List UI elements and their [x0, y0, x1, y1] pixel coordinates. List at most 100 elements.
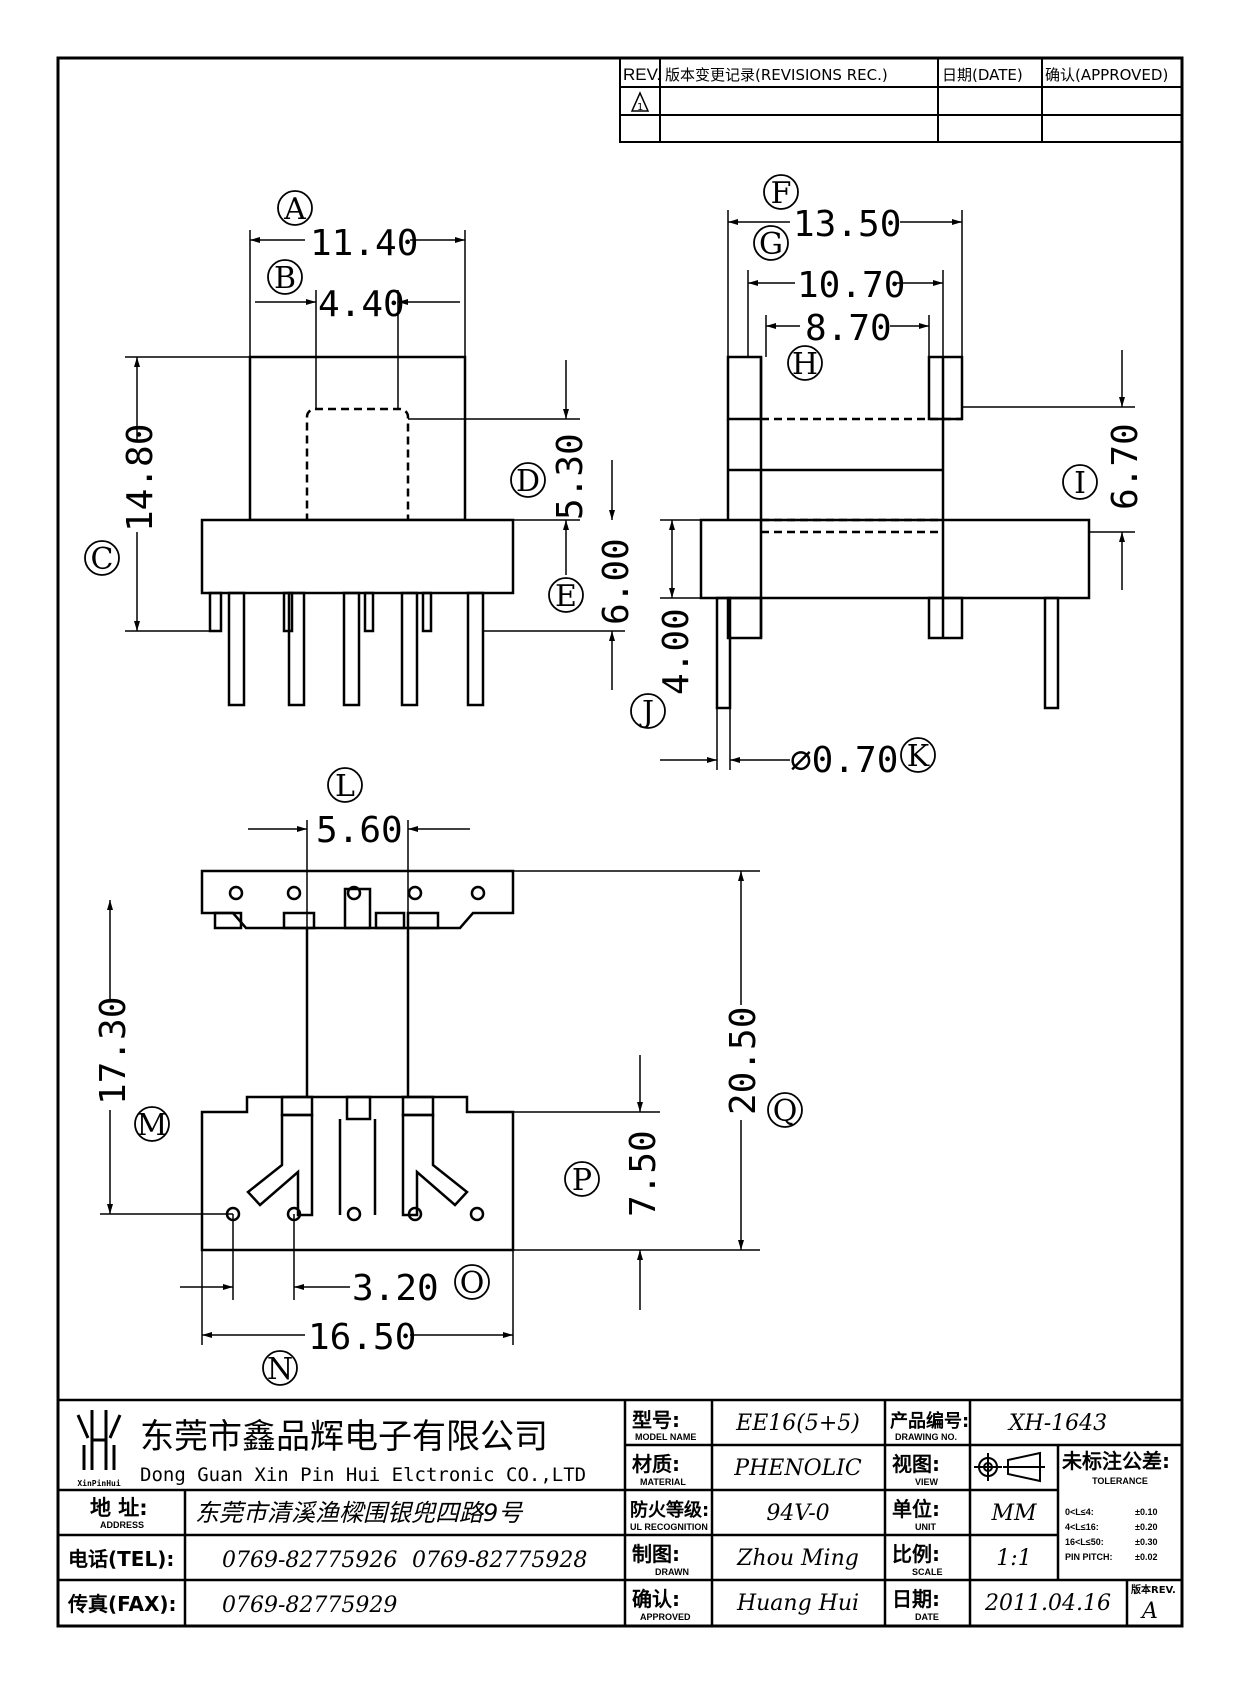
- dimension-letter-L: L: [327, 767, 363, 804]
- ul-label: 防火等级:: [630, 1499, 709, 1521]
- date-label-en: DATE: [915, 1612, 939, 1622]
- tel-2: 0769-82775928: [412, 1548, 587, 1573]
- view-label: 视图:: [892, 1452, 940, 1476]
- bottom-view: [200, 869, 515, 1252]
- side-view: [699, 355, 1091, 710]
- svg-text:H: H: [792, 347, 818, 382]
- svg-text:E: E: [555, 579, 577, 614]
- address-label: 地 址:: [90, 1496, 148, 1520]
- dimension-value-E: 6.00: [596, 538, 637, 625]
- tolerance-range-3: 16<L≤50:: [1065, 1537, 1104, 1547]
- dimension-letter-G: G: [753, 225, 789, 262]
- rev-value: A: [1140, 1599, 1158, 1624]
- material-value: PHENOLIC: [733, 1456, 862, 1481]
- dimension-letter-M: M: [134, 1106, 170, 1143]
- tel-1: 0769-82775926: [222, 1548, 397, 1573]
- approved-label-en: APPROVED: [640, 1612, 691, 1622]
- dimension-value-G: 10.70: [797, 265, 905, 306]
- fax-value: 0769-82775929: [222, 1593, 397, 1618]
- model-label: 型号:: [632, 1408, 680, 1432]
- svg-text:A: A: [283, 192, 306, 227]
- dimension-value-L: 5.60: [316, 810, 403, 851]
- dimension-letter-J: J: [630, 693, 666, 730]
- dimension-value-J: 4.00: [656, 608, 697, 695]
- dimension-letter-K: K: [900, 737, 936, 774]
- dimension-letter-A: A: [277, 190, 313, 227]
- tolerance-range-4: PIN PITCH:: [1065, 1552, 1113, 1562]
- model-value: EE16(5+5): [735, 1411, 860, 1436]
- logo-text: XinPinHui: [77, 1478, 121, 1488]
- rev-label: 版本REV.: [1131, 1583, 1176, 1596]
- unit-label: 单位:: [892, 1497, 940, 1521]
- svg-text:Q: Q: [773, 1094, 798, 1129]
- scale-label-en: SCALE: [912, 1567, 943, 1577]
- tolerance-range-1: 0<L≤4:: [1065, 1507, 1094, 1517]
- svg-text:P: P: [572, 1163, 592, 1198]
- fax-label: 传真(FAX):: [67, 1592, 177, 1616]
- unit-value: MM: [990, 1501, 1037, 1526]
- revisions-record-header: 版本变更记录(REVISIONS REC.): [665, 66, 888, 84]
- dimension-letter-B: B: [267, 259, 303, 296]
- unit-label-en: UNIT: [915, 1522, 936, 1532]
- dimension-value-B: 4.40: [318, 284, 405, 325]
- svg-text:G: G: [759, 227, 783, 262]
- date-value: 2011.04.16: [984, 1591, 1111, 1616]
- dimension-value-A: 11.40: [310, 223, 418, 264]
- drawn-label: 制图:: [632, 1542, 680, 1566]
- svg-text:D: D: [516, 464, 540, 499]
- sheet-border: [56, 56, 1184, 1628]
- drawing-no-label-en: DRAWING NO.: [895, 1432, 957, 1442]
- tolerance-value-1: ±0.10: [1135, 1507, 1157, 1517]
- ul-label-en: UL RECOGNITION: [630, 1522, 708, 1532]
- dimension-letter-E: E: [548, 577, 584, 614]
- tolerance-value-4: ±0.02: [1135, 1552, 1157, 1562]
- company-name-en: Dong Guan Xin Pin Hui Elctronic CO.,LTD: [140, 1464, 586, 1486]
- svg-text:M: M: [137, 1108, 168, 1143]
- tel-label: 电话(TEL):: [68, 1547, 174, 1571]
- dimension-value-O: 3.20: [352, 1268, 439, 1309]
- svg-text:I: I: [1074, 466, 1086, 501]
- drawn-value: Zhou Ming: [736, 1546, 859, 1571]
- dimension-value-Q: 20.50: [723, 1007, 764, 1115]
- ul-value: 94V-0: [766, 1501, 829, 1526]
- dimension-letter-P: P: [564, 1161, 600, 1198]
- dimension-value-H: 8.70: [805, 308, 892, 349]
- drawing-no-value: XH-1643: [1007, 1411, 1107, 1436]
- approved-header: 确认(APPROVED): [1045, 66, 1168, 84]
- svg-text:O: O: [460, 1266, 485, 1301]
- model-label-en: MODEL NAME: [635, 1432, 696, 1442]
- address-value: 东莞市清溪渔樑围银兜四路9号: [195, 1499, 524, 1527]
- company-name-cn: 东莞市鑫品辉电子有限公司: [140, 1417, 548, 1457]
- dimension-value-C: 14.80: [120, 424, 161, 532]
- material-label-en: MATERIAL: [640, 1477, 686, 1487]
- dimension-letter-F: F: [763, 174, 799, 211]
- front-view: [200, 355, 515, 707]
- svg-text:B: B: [274, 261, 296, 296]
- company-logo: [76, 1410, 122, 1470]
- dimension-letter-N: N: [262, 1350, 298, 1387]
- drawn-label-en: DRAWN: [655, 1567, 689, 1577]
- dimension-value-F: 13.50: [793, 204, 901, 245]
- drawing-no-label: 产品编号:: [890, 1410, 969, 1432]
- tolerance-value-3: ±0.30: [1135, 1537, 1157, 1547]
- dimension-letter-H: H: [787, 345, 823, 382]
- svg-text:L: L: [335, 769, 355, 804]
- dimension-letter-O: O: [454, 1264, 490, 1301]
- projection-symbol-icon: [974, 1451, 1045, 1483]
- dimension-value-P: 7.50: [623, 1130, 664, 1217]
- material-label: 材质:: [632, 1452, 680, 1476]
- svg-text:J: J: [639, 695, 654, 730]
- tolerance-label-en: TOLERANCE: [1092, 1476, 1148, 1486]
- tolerance-range-2: 4<L≤16:: [1065, 1522, 1099, 1532]
- date-header: 日期(DATE): [942, 66, 1023, 84]
- dimension-letter-C: C: [84, 540, 120, 577]
- dimension-letter-D: D: [510, 462, 546, 499]
- dimension-letter-Q: Q: [767, 1092, 803, 1129]
- dimension-letter-I: I: [1062, 464, 1098, 501]
- approved-label: 确认:: [632, 1587, 680, 1611]
- dimension-value-I: 6.70: [1105, 423, 1146, 510]
- svg-text:F: F: [771, 176, 792, 211]
- revision-table: [619, 57, 1183, 143]
- date-label: 日期:: [892, 1587, 940, 1611]
